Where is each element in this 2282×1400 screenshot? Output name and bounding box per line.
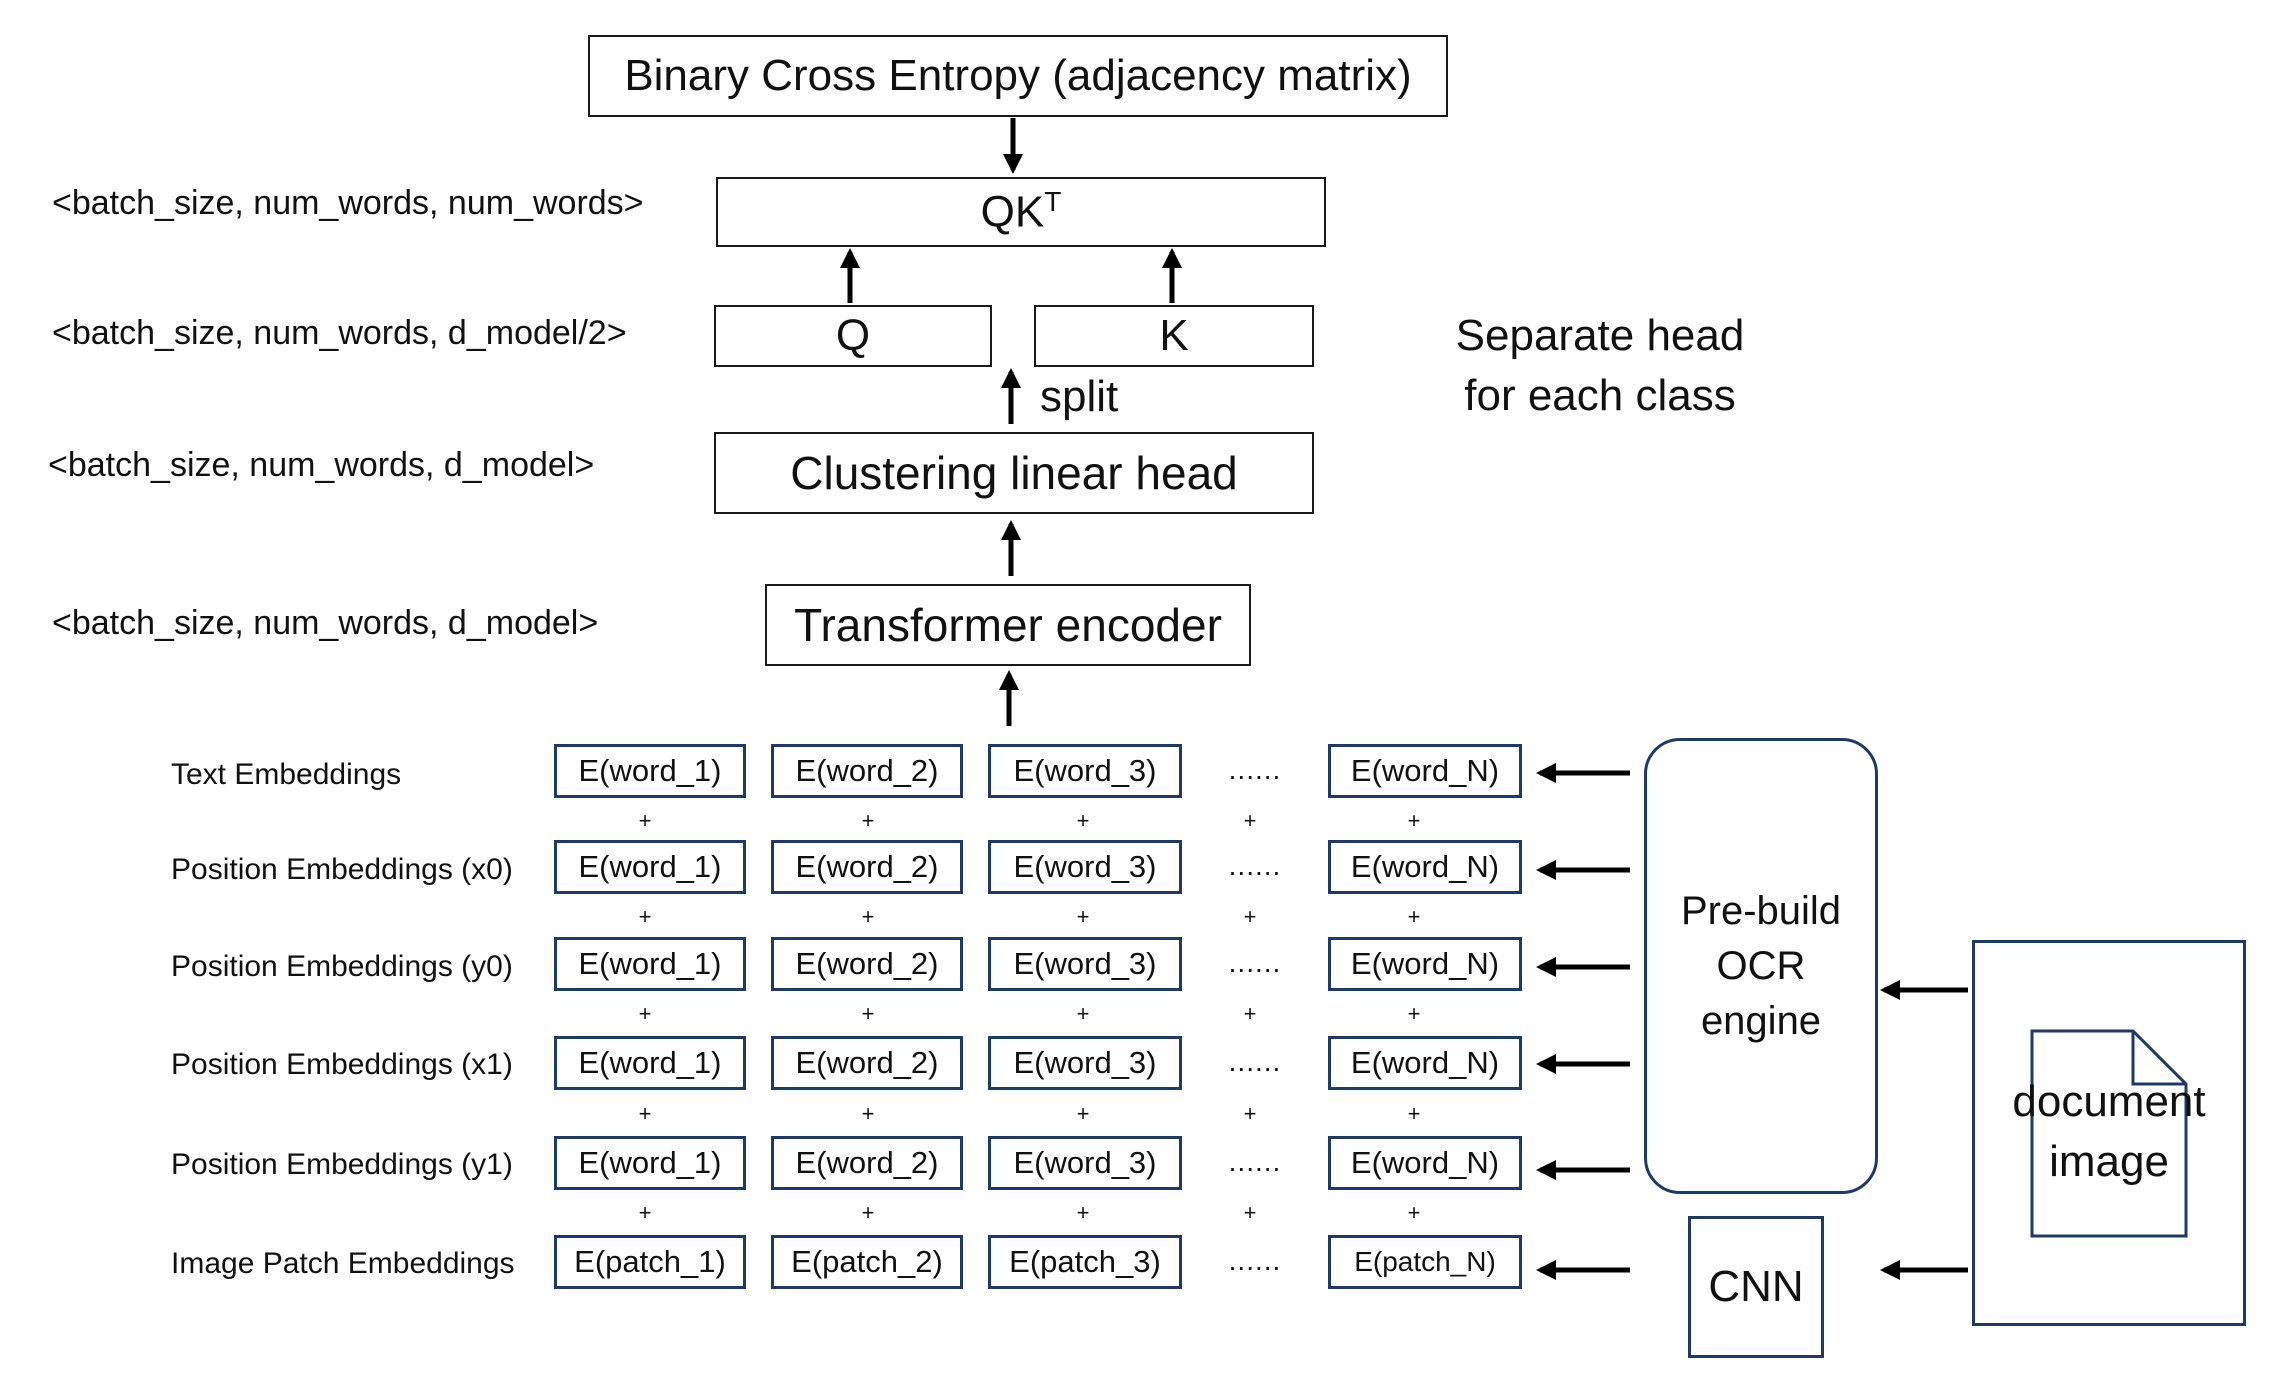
row-label-y1: Position Embeddings (y1) xyxy=(171,1148,513,1181)
plus-sign: + xyxy=(1243,904,1257,929)
embedding-cell: E(word_2) xyxy=(771,744,963,798)
row-label-image-patch: Image Patch Embeddings xyxy=(171,1247,515,1280)
row-label-x0: Position Embeddings (x0) xyxy=(171,853,513,886)
ocr-engine-box: Pre-build OCR engine xyxy=(1644,738,1878,1194)
embedding-cell: E(word_3) xyxy=(988,1136,1182,1190)
plus-sign: + xyxy=(638,1101,652,1126)
plus-sign: + xyxy=(1407,1200,1421,1225)
embedding-cell: E(word_3) xyxy=(988,937,1182,991)
qk-box: QKT xyxy=(716,177,1326,247)
q-box: Q xyxy=(714,305,992,367)
embedding-cell: E(word_N) xyxy=(1328,1036,1522,1090)
embedding-cell: E(word_3) xyxy=(988,840,1182,894)
plus-sign: + xyxy=(1076,904,1090,929)
plus-sign: + xyxy=(861,904,875,929)
plus-sign: + xyxy=(638,808,652,833)
embedding-cell: E(word_3) xyxy=(988,744,1182,798)
plus-sign: + xyxy=(1407,904,1421,929)
document-line-1: document xyxy=(2012,1077,2206,1126)
clustering-head-box: Clustering linear head xyxy=(714,432,1314,514)
plus-sign: + xyxy=(861,1001,875,1026)
plus-sign: + xyxy=(1407,1101,1421,1126)
k-label: K xyxy=(1159,311,1189,360)
plus-sign: + xyxy=(638,1001,652,1026)
embedding-cell: E(patch_N) xyxy=(1328,1235,1522,1289)
embedding-cell: E(patch_1) xyxy=(554,1235,746,1289)
plus-sign: + xyxy=(861,808,875,833)
ellipsis: ...... xyxy=(1228,947,1282,978)
ellipsis: ...... xyxy=(1228,1146,1282,1177)
plus-sign: + xyxy=(1076,1001,1090,1026)
document-image-label: document image xyxy=(1972,1072,2246,1192)
split-label: split xyxy=(1040,372,1119,421)
dim-label-qk: <batch_size, num_words, num_words> xyxy=(52,184,644,222)
ellipsis: ...... xyxy=(1228,850,1282,881)
ocr-line-3: engine xyxy=(1700,998,1822,1043)
row-label-y0: Position Embeddings (y0) xyxy=(171,950,513,983)
ocr-line-2: OCR xyxy=(1716,943,1806,988)
plus-sign: + xyxy=(861,1101,875,1126)
embedding-cell: E(word_1) xyxy=(554,1036,746,1090)
plus-sign: + xyxy=(1076,1200,1090,1225)
plus-sign: + xyxy=(1407,808,1421,833)
embedding-cell: E(word_2) xyxy=(771,1036,963,1090)
dim-label-clustering: <batch_size, num_words, d_model> xyxy=(48,446,595,484)
embedding-cell: E(word_1) xyxy=(554,937,746,991)
plus-sign: + xyxy=(1407,1001,1421,1026)
cnn-box: CNN xyxy=(1688,1216,1824,1358)
dim-label-encoder: <batch_size, num_words, d_model> xyxy=(52,604,599,642)
note-line-1: Separate head xyxy=(1455,311,1745,360)
embedding-cell: E(word_N) xyxy=(1328,840,1522,894)
ocr-line-1: Pre-build xyxy=(1680,888,1842,933)
separate-head-note: Separate head for each class xyxy=(1450,306,1750,426)
embedding-cell: E(patch_3) xyxy=(988,1235,1182,1289)
embedding-cell: E(word_1) xyxy=(554,744,746,798)
embedding-cell: E(word_N) xyxy=(1328,937,1522,991)
embedding-cell: E(word_2) xyxy=(771,937,963,991)
plus-sign: + xyxy=(638,1200,652,1225)
q-label: Q xyxy=(835,311,871,360)
dim-label-qk-half: <batch_size, num_words, d_model/2> xyxy=(52,314,627,352)
ellipsis: ...... xyxy=(1228,754,1282,785)
embedding-cell: E(word_1) xyxy=(554,840,746,894)
embedding-cell: E(word_2) xyxy=(771,1136,963,1190)
row-label-text: Text Embeddings xyxy=(171,758,402,791)
plus-sign: + xyxy=(1243,808,1257,833)
plus-sign: + xyxy=(1243,1001,1257,1026)
embedding-cell: E(word_3) xyxy=(988,1036,1182,1090)
k-box: K xyxy=(1034,305,1314,367)
plus-sign: + xyxy=(1243,1101,1257,1126)
plus-sign: + xyxy=(1076,1101,1090,1126)
embedding-cell: E(word_2) xyxy=(771,840,963,894)
embedding-cell: E(patch_2) xyxy=(771,1235,963,1289)
qk-label: QKT xyxy=(980,186,1062,237)
transformer-encoder-box: Transformer encoder xyxy=(765,584,1251,666)
embedding-cell: E(word_N) xyxy=(1328,744,1522,798)
document-line-2: image xyxy=(2049,1137,2169,1186)
loss-box: Binary Cross Entropy (adjacency matrix) xyxy=(588,35,1448,117)
row-label-x1: Position Embeddings (x1) xyxy=(171,1048,513,1081)
cnn-label: CNN xyxy=(1708,1262,1804,1311)
plus-sign: + xyxy=(1076,808,1090,833)
loss-label: Binary Cross Entropy (adjacency matrix) xyxy=(624,51,1412,100)
plus-sign: + xyxy=(861,1200,875,1225)
ellipsis: ...... xyxy=(1228,1245,1282,1276)
plus-sign: + xyxy=(1243,1200,1257,1225)
plus-sign: + xyxy=(638,904,652,929)
embedding-cell: E(word_N) xyxy=(1328,1136,1522,1190)
ellipsis: ...... xyxy=(1228,1046,1282,1077)
transformer-encoder-label: Transformer encoder xyxy=(794,599,1222,651)
embedding-cell: E(word_1) xyxy=(554,1136,746,1190)
clustering-head-label: Clustering linear head xyxy=(790,447,1238,499)
note-line-2: for each class xyxy=(1464,371,1736,420)
